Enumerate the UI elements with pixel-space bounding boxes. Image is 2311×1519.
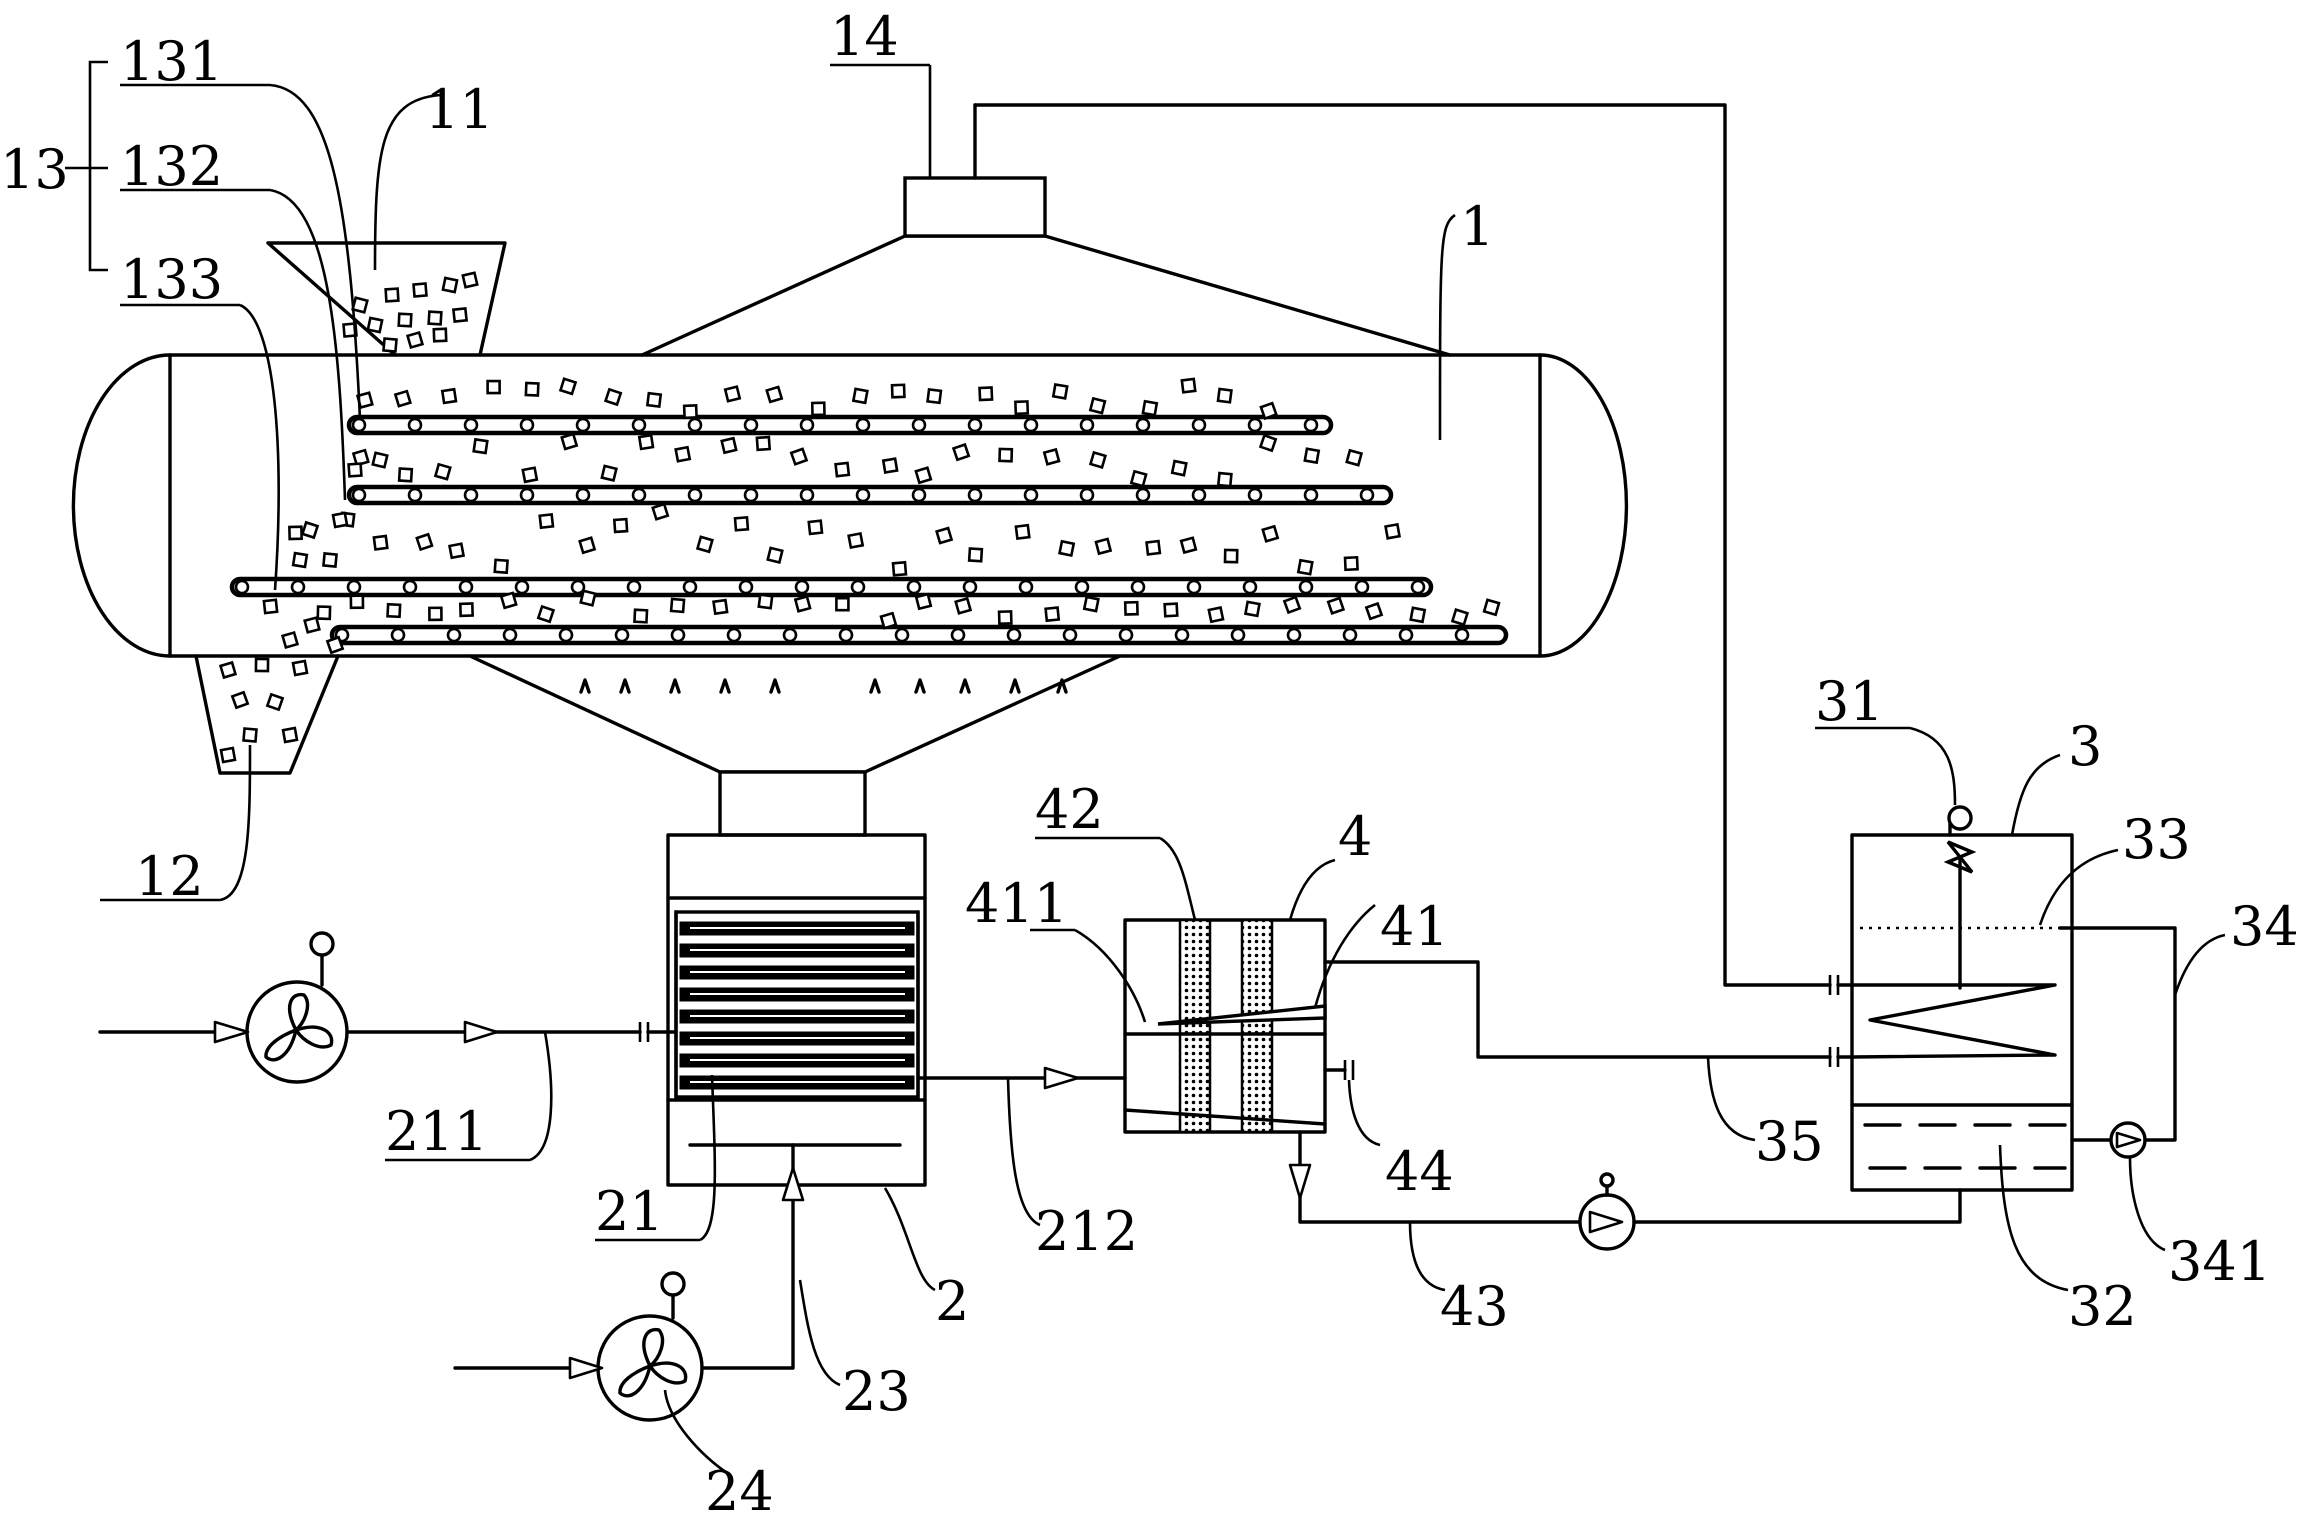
- drain-pipe-43: [1298, 1130, 1962, 1251]
- conveyor-belt: [229, 576, 1434, 598]
- label-32: 32: [2068, 1275, 2137, 1338]
- label-42: 42: [1035, 778, 1104, 841]
- label-341: 341: [2168, 1230, 2271, 1293]
- label-132: 132: [120, 135, 223, 198]
- label-41: 41: [1380, 895, 1449, 958]
- conveyor-belts: [229, 414, 1509, 646]
- pipe-35: [1323, 960, 1854, 1067]
- label-411: 411: [965, 872, 1068, 935]
- exhaust-pipe: [973, 103, 1854, 995]
- heat-exchanger-box: [666, 833, 927, 1187]
- label-211: 211: [385, 1100, 488, 1163]
- label-44: 44: [1385, 1140, 1454, 1203]
- heat-exchanger-coils: [679, 921, 915, 1090]
- label-13: 13: [0, 138, 69, 201]
- label-4: 4: [1338, 805, 1372, 868]
- label-11: 11: [425, 78, 494, 141]
- recirculation-34: [2058, 926, 2177, 1159]
- leader-lines: [65, 60, 2226, 1477]
- fan-bottom: [453, 1143, 795, 1422]
- label-12: 12: [135, 845, 204, 908]
- material-pellets: [218, 271, 1501, 764]
- air-nozzles: [579, 678, 1068, 694]
- label-1: 1: [1460, 195, 1494, 258]
- label-14: 14: [830, 5, 899, 68]
- exhaust-box: [903, 176, 1047, 238]
- tank: [1850, 805, 2074, 1192]
- reference-labels: 13 131 132 133 11 14 1 12 211 21 212 2 2…: [0, 5, 2299, 1519]
- label-131: 131: [120, 30, 223, 93]
- label-133: 133: [120, 248, 223, 311]
- fan-top: [98, 931, 678, 1084]
- label-3: 3: [2068, 715, 2102, 778]
- label-43: 43: [1440, 1275, 1509, 1338]
- conveyor-belt: [346, 414, 1334, 436]
- label-212: 212: [1035, 1200, 1138, 1263]
- label-34: 34: [2230, 895, 2299, 958]
- label-2: 2: [935, 1270, 969, 1333]
- flow-arrows: [213, 1020, 1312, 1380]
- condenser: [1123, 918, 1355, 1134]
- label-33: 33: [2122, 808, 2191, 871]
- bottom-cone: [468, 654, 1122, 837]
- label-23: 23: [842, 1360, 911, 1423]
- exhaust-hood: [640, 103, 1452, 357]
- label-35: 35: [1755, 1110, 1824, 1173]
- label-21: 21: [595, 1180, 664, 1243]
- main-drum: [71, 353, 1629, 658]
- discharge-hopper: [194, 654, 340, 775]
- label-31: 31: [1815, 670, 1884, 733]
- label-24: 24: [705, 1460, 774, 1519]
